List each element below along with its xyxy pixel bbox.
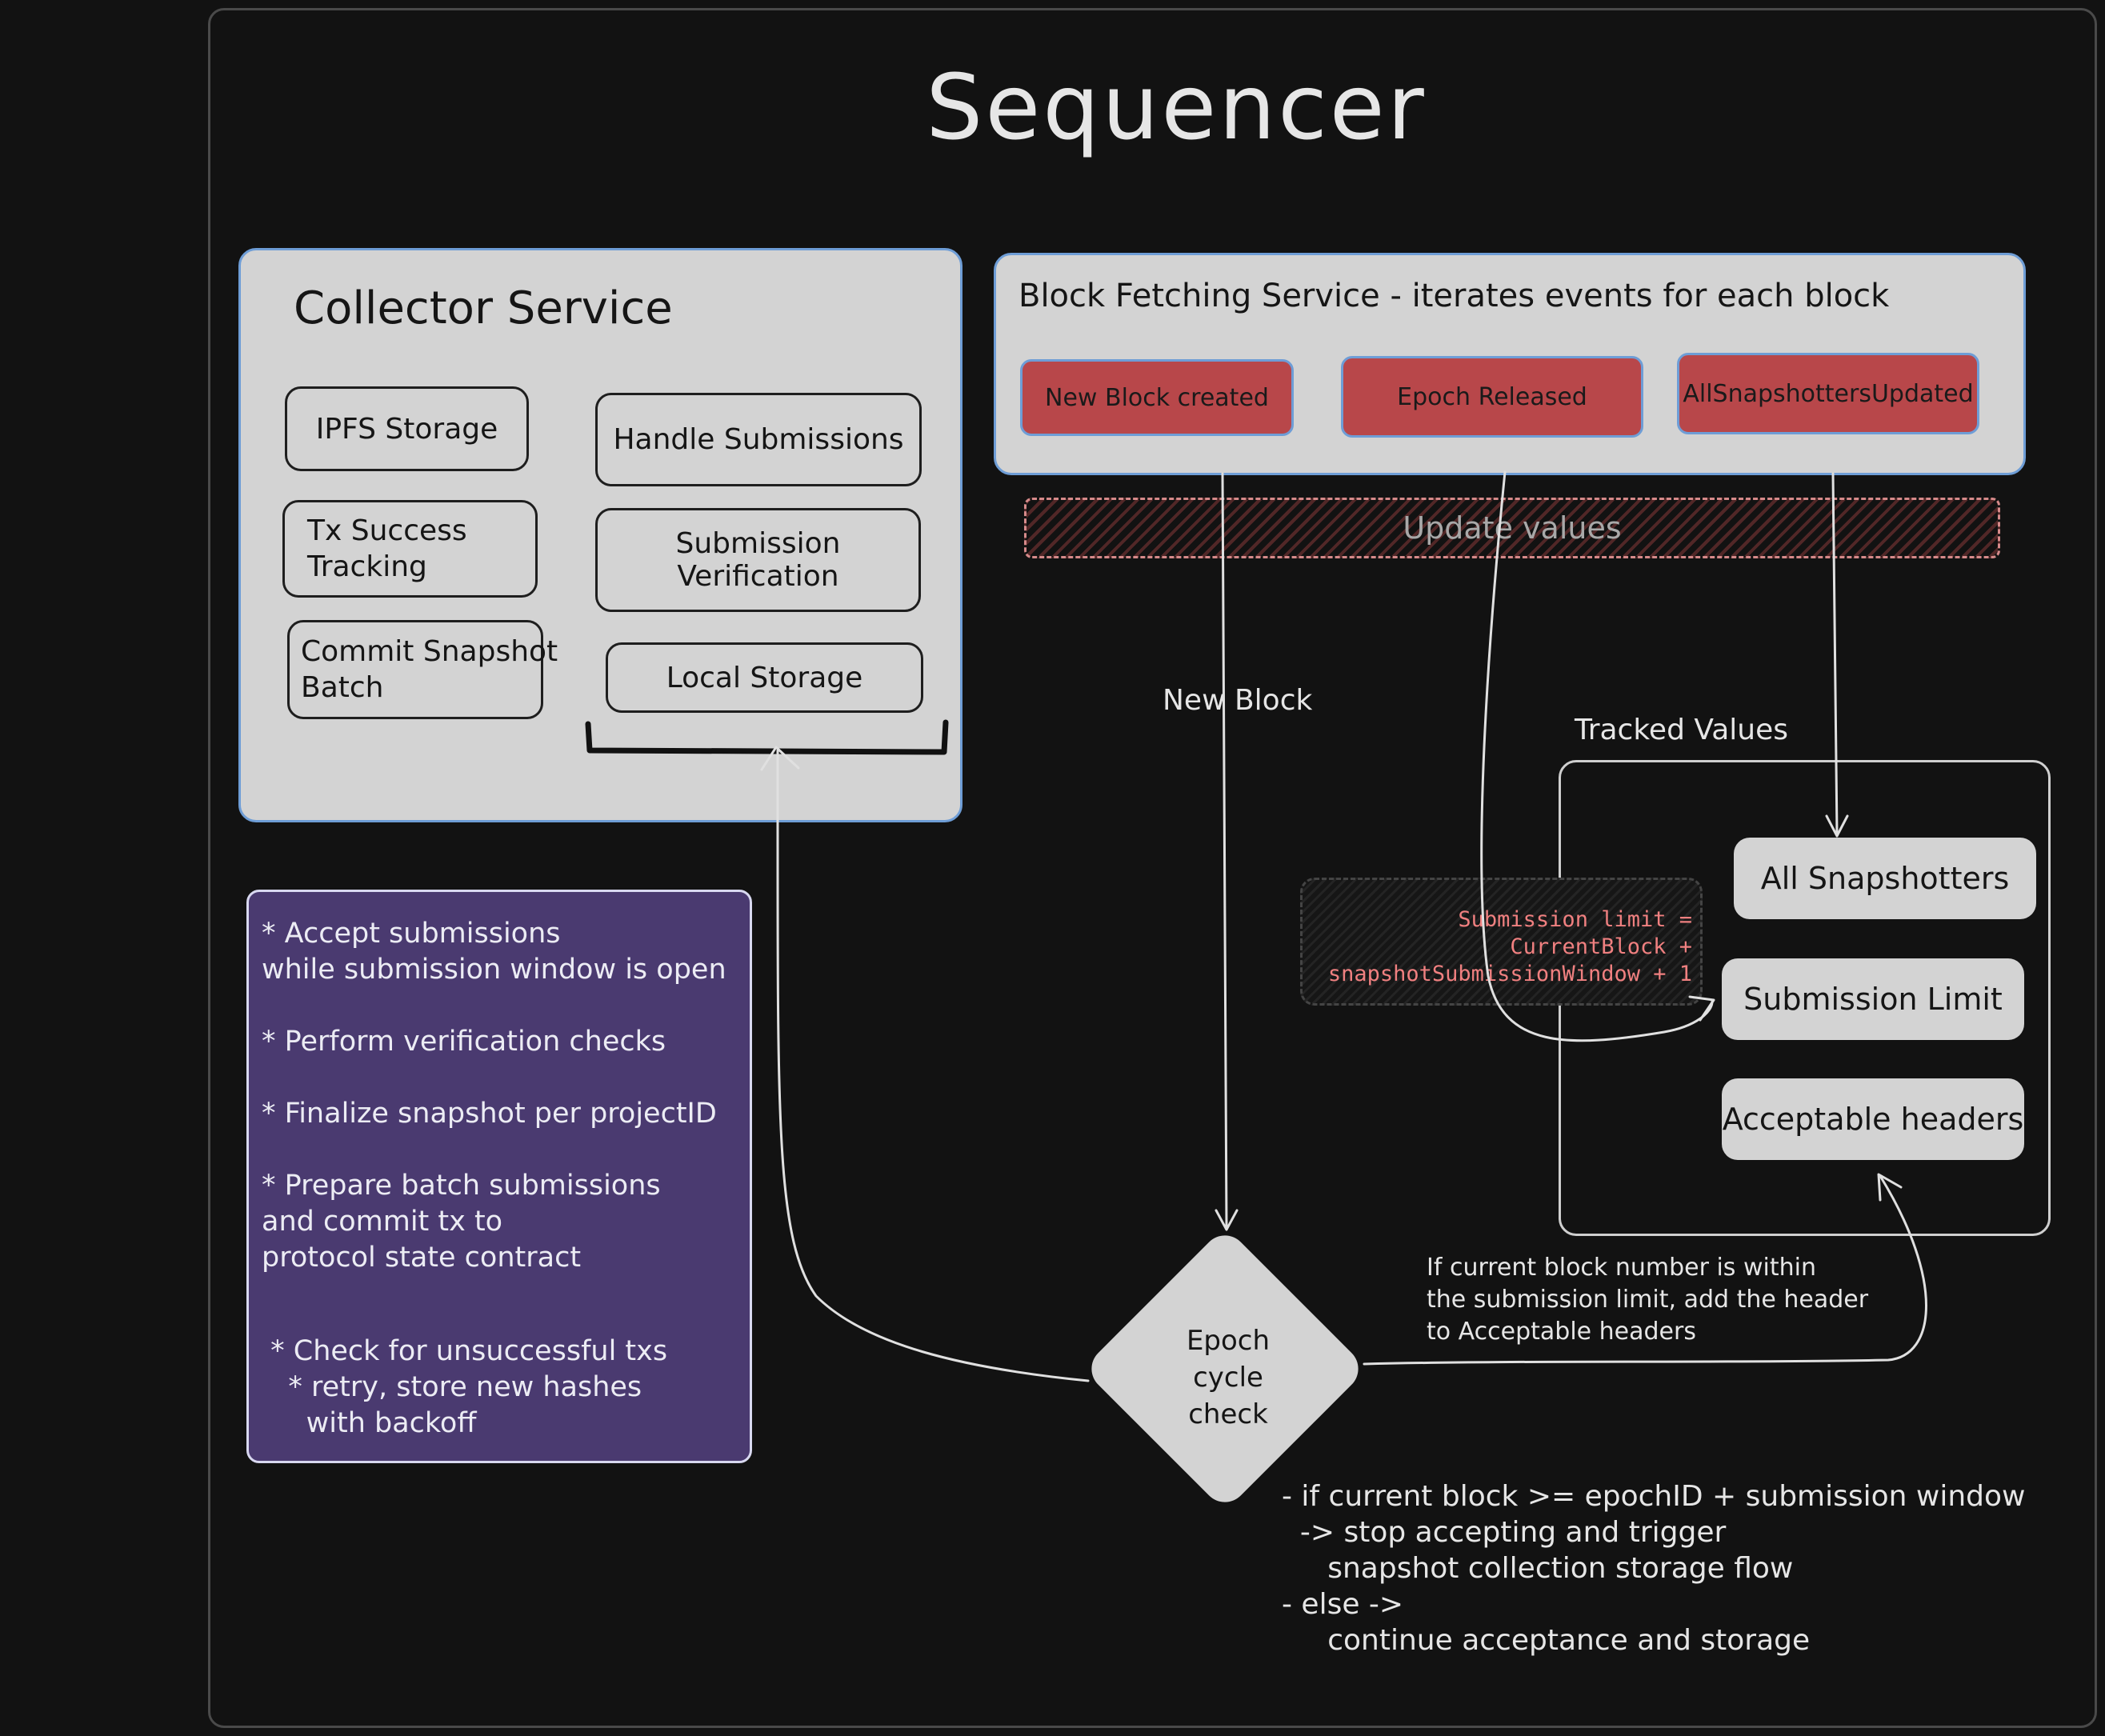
collector-service-panel: Collector Service IPFS Storage Handle Su… (238, 248, 962, 822)
module-label: Commit Snapshot Batch (301, 635, 558, 704)
note-check-unsuccessful-txs: * Check for unsuccessful txs * retry, st… (270, 1335, 668, 1439)
new-block-label: New Block (1163, 684, 1313, 717)
update-values-label: Update values (1403, 510, 1622, 546)
arrow-epoch-to-collector (776, 749, 1090, 1382)
arrow-epoch-released (1480, 470, 1714, 1042)
note-text: If current block number is within the su… (1427, 1254, 1869, 1346)
event-new-block-created: New Block created (1020, 359, 1294, 436)
module-local-storage: Local Storage (606, 642, 923, 713)
block-fetching-service-title: Block Fetching Service - iterates events… (1018, 278, 1890, 314)
module-label: Tx Success Tracking (307, 514, 467, 583)
event-label: Epoch Released (1397, 382, 1587, 411)
module-submission-verification: Submission Verification (595, 508, 921, 612)
tracked-label: All Snapshotters (1760, 861, 2010, 896)
collector-notes-panel: * Accept submissions while submission wi… (246, 890, 752, 1463)
event-label: New Block created (1045, 383, 1269, 412)
epoch-condition-note: - if current block >= epochID + submissi… (1282, 1478, 2026, 1658)
module-label: Handle Submissions (613, 423, 904, 456)
note-prepare-batch: * Prepare batch submissions and commit t… (262, 1170, 661, 1274)
diagram-title: Sequencer (926, 56, 1427, 160)
module-tx-success-tracking: Tx Success Tracking (282, 500, 538, 598)
block-fetching-service-panel: Block Fetching Service - iterates events… (994, 253, 2026, 475)
module-label: IPFS Storage (315, 412, 498, 446)
formula-text: Submission limit = CurrentBlock + snapsh… (1327, 907, 1692, 986)
module-ipfs-storage: IPFS Storage (285, 386, 529, 471)
arrow-new-block (1221, 472, 1228, 1230)
note-finalize-snapshot: * Finalize snapshot per projectID (262, 1098, 717, 1130)
module-label: Submission Verification (675, 527, 841, 593)
tracked-label: Submission Limit (1743, 982, 2003, 1017)
tracked-all-snapshotters: All Snapshotters (1734, 838, 2036, 919)
arrow-epoch-to-acceptable (1363, 1174, 1927, 1366)
epoch-cycle-check-label: Epoch cycle check (1186, 1325, 1271, 1430)
module-commit-snapshot-batch: Commit Snapshot Batch (287, 620, 558, 719)
event-label: AllSnapshottersUpdated (1683, 379, 1974, 408)
acceptable-headers-note: If current block number is within the su… (1427, 1252, 1868, 1348)
note-verification-checks: * Perform verification checks (262, 1026, 666, 1058)
tracked-values-title: Tracked Values (1575, 714, 1788, 746)
event-all-snapshotters-updated: AllSnapshottersUpdated (1677, 353, 1979, 434)
tracked-submission-limit: Submission Limit (1722, 958, 2024, 1040)
module-label: Local Storage (666, 661, 863, 694)
event-epoch-released: Epoch Released (1341, 356, 1643, 438)
arrowhead-to-acceptable (1877, 1173, 1903, 1202)
arrowhead-new-block (1215, 1209, 1239, 1231)
note-accept-submissions: * Accept submissions while submission wi… (262, 918, 726, 986)
tracked-label: Acceptable headers (1722, 1102, 2024, 1137)
submission-limit-formula: Submission limit = CurrentBlock + snapsh… (1300, 878, 1703, 1006)
update-values-band: Update values (1024, 498, 2000, 558)
arrowhead-to-collector (760, 746, 800, 771)
tracked-acceptable-headers: Acceptable headers (1722, 1078, 2024, 1160)
module-handle-submissions: Handle Submissions (595, 393, 922, 486)
condition-text: - if current block >= epochID + submissi… (1282, 1480, 2026, 1657)
arrow-all-snapshotters-updated (1831, 472, 1839, 836)
collector-service-title: Collector Service (294, 282, 673, 334)
bracket-under-modules (585, 719, 949, 755)
sequencer-frame (208, 8, 2097, 1728)
arrowhead-all-snapshotters (1825, 814, 1849, 838)
arrowhead-epoch-released (1688, 995, 1715, 1022)
